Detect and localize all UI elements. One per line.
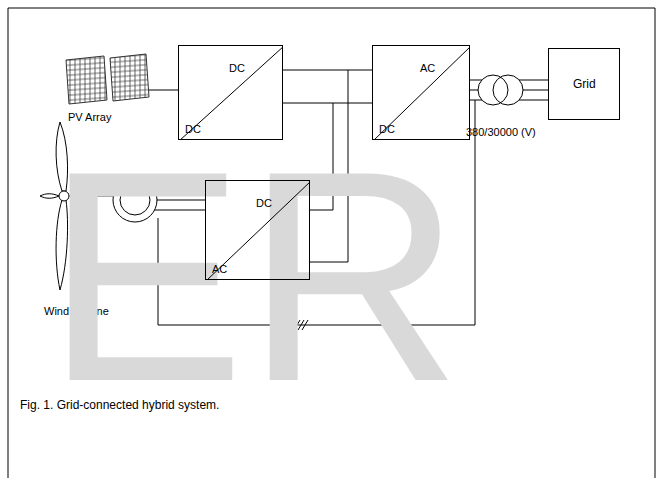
pv-wire	[149, 90, 178, 91]
component-label: PV Array	[68, 111, 111, 124]
inverter-box: AC DC	[372, 45, 470, 140]
voltage-label: 380/30000 (V)	[466, 126, 536, 139]
port-label: DC	[379, 123, 395, 136]
dc-dc-converter: DC DC	[178, 45, 283, 140]
port-label: AC	[420, 62, 435, 75]
port-label: DC	[229, 62, 245, 75]
power-wire	[283, 70, 372, 71]
port-label: AC	[212, 263, 227, 276]
pv-array-icon	[66, 54, 149, 104]
dc-bus-wire	[283, 103, 333, 104]
watermark: ER	[45, 126, 462, 426]
figure-frame	[8, 8, 655, 478]
rectifier-box: DC AC	[205, 180, 310, 280]
grid-box: Grid	[548, 48, 620, 120]
transformer-symbol	[478, 75, 523, 105]
port-label: DC	[185, 123, 201, 136]
figure-caption: Fig. 1. Grid-connected hybrid system.	[20, 398, 219, 412]
port-label: DC	[256, 197, 272, 210]
box-label: Grid	[573, 78, 596, 91]
